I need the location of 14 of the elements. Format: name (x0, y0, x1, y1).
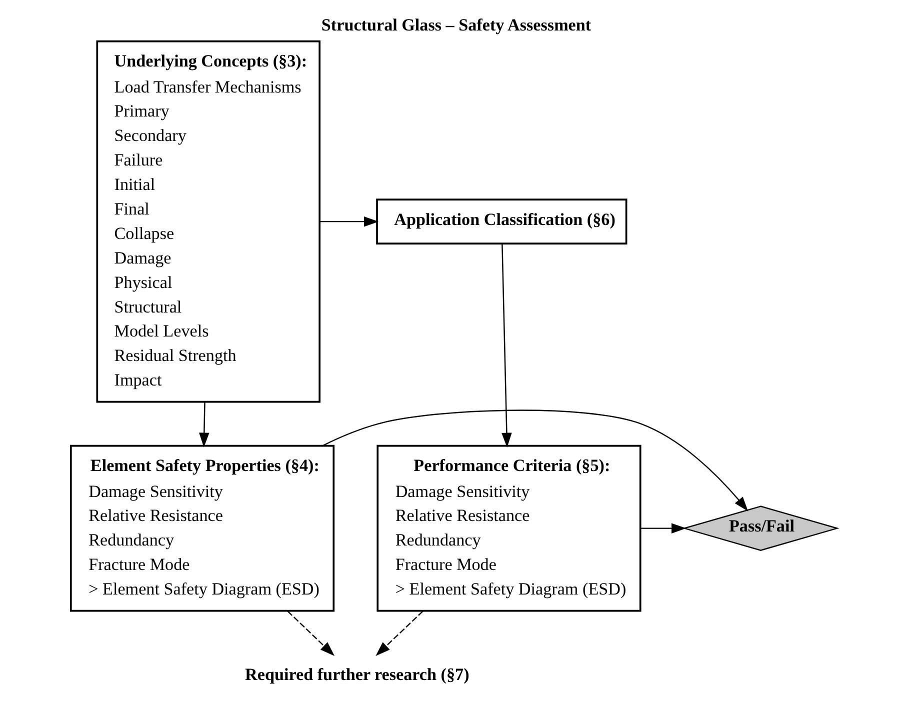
node-box: Underlying Concepts (§3): Load Transfer Mechanisms Primary Secondary Failure Initial Final Collapse Damage Physical Structural Model Levels Residual Strength Impact (96, 40, 320, 403)
arrow (640, 523, 686, 534)
arrow (320, 216, 379, 227)
diagram-title: Structural Glass – Safety Assessment (321, 16, 592, 35)
node-box: Performance Criteria (§5): Damage Sensitivity Relative Resistance Redundancy Fracture Mode > Element Safety Diagram (ESD) (376, 444, 642, 612)
node-diamond: Pass/Fail (682, 506, 840, 551)
node-box: Application Classification (§6) (376, 198, 628, 244)
arrow (287, 610, 335, 656)
arrow (322, 410, 748, 512)
node-text: Required further research (§7) (245, 665, 470, 684)
arrow (502, 244, 512, 448)
arrow (199, 402, 210, 448)
arrow (376, 610, 424, 656)
node-box: Element Safety Properties (§4): Damage Sensitivity Relative Resistance Redundancy Fracture Mode > Element Safety Diagram (ESD) (70, 444, 335, 612)
